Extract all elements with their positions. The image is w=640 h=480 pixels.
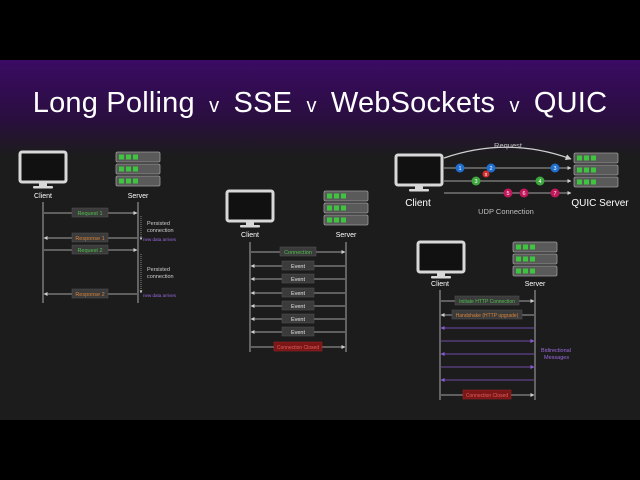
quic-packet-4: 4: [535, 176, 545, 186]
quic-packet-5: 5: [503, 188, 513, 198]
svg-text:Event: Event: [291, 277, 306, 283]
lp-new-data-2: new data arrives: [143, 293, 177, 298]
lp-server-label: Server: [128, 193, 149, 200]
sse-event-5: Event: [250, 313, 345, 324]
quic-packet-6: 6: [519, 188, 529, 198]
quic-udp-label: UDP Connection: [478, 207, 534, 216]
svg-text:Event: Event: [291, 304, 306, 310]
title-separator: v: [509, 95, 520, 117]
server-rack-icon: [323, 190, 369, 226]
page-title: Long Polling v SSE v WebSockets v QUIC: [0, 87, 640, 120]
lp-response-1: Response 1: [75, 236, 104, 242]
lp-new-data-1: new data arrives: [143, 237, 177, 242]
ws-handshake: Handshake (HTTP upgrade): [456, 313, 519, 319]
header-band: [0, 60, 640, 156]
sse-server-label: Server: [336, 232, 357, 239]
sse-event-6: Event: [250, 326, 345, 337]
quic-packet-3: 3: [550, 163, 560, 173]
quic-packet-1: 1: [455, 163, 465, 173]
ws-bidir-1: Bidirectional: [541, 348, 571, 354]
ws-client-label: Client: [431, 281, 449, 288]
lp-persisted-1a: Persisted: [147, 221, 170, 227]
ws-connection-closed: Connection Closed: [466, 393, 508, 399]
lp-persisted-2b: connection: [147, 274, 174, 280]
title-websockets: WebSockets: [330, 87, 496, 119]
websockets-diagram: Client Server Initiate HTTP Connection H…: [416, 240, 571, 400]
quic-packet-3b: 3: [471, 176, 481, 186]
sse-event-2: Event: [250, 273, 345, 284]
svg-text:6: 6: [522, 191, 525, 197]
sse-event-3: Event: [250, 287, 345, 298]
lp-persisted-1b: connection: [147, 228, 174, 234]
quic-client-label: Client: [405, 198, 431, 209]
svg-text:Event: Event: [291, 291, 306, 297]
monitor-icon: [225, 189, 275, 229]
title-separator: v: [306, 95, 317, 117]
title-quic: QUIC: [533, 87, 608, 119]
sse-event-1: Event: [250, 260, 345, 271]
svg-text:2: 2: [489, 166, 492, 172]
svg-text:3: 3: [474, 179, 477, 185]
svg-text:4: 4: [538, 179, 541, 185]
svg-text:3: 3: [553, 166, 556, 172]
sse-event-4: Event: [250, 300, 345, 311]
quic-server-label: QUIC Server: [571, 198, 629, 209]
svg-text:Event: Event: [291, 330, 306, 336]
sse-connection-closed: Connection Closed: [277, 345, 319, 351]
lp-response-2: Response 2: [75, 292, 104, 298]
diagrams-canvas: Client Server Request 1 Persisted connec…: [18, 141, 629, 400]
long-polling-diagram: Client Server Request 1 Persisted connec…: [18, 150, 177, 303]
quic-lost-marker: x: [482, 170, 490, 178]
server-rack-icon: [573, 152, 619, 188]
svg-text:x: x: [485, 172, 488, 178]
ws-bidir-2: Messages: [544, 355, 569, 361]
svg-text:Event: Event: [291, 264, 306, 270]
lp-request-1: Request 1: [77, 211, 102, 217]
monitor-icon: [416, 240, 466, 280]
title-long-polling: Long Polling: [32, 87, 195, 119]
sse-diagram: Client Server Connection Event Event Eve…: [225, 189, 369, 352]
server-rack-icon: [512, 241, 558, 277]
svg-text:Event: Event: [291, 317, 306, 323]
quic-request-label: Request: [494, 141, 523, 150]
sse-connection: Connection: [284, 250, 312, 256]
sse-client-label: Client: [241, 232, 259, 239]
lp-client-label: Client: [34, 193, 52, 200]
svg-text:1: 1: [458, 166, 461, 172]
ws-initiate: Initiate HTTP Connection: [459, 299, 515, 305]
quic-packet-2: 2: [486, 163, 496, 173]
diagram-frame: Long Polling v SSE v WebSockets v QUIC: [0, 60, 640, 420]
svg-text:5: 5: [506, 191, 509, 197]
server-rack-icon: [115, 151, 161, 187]
quic-packet-7: 7: [550, 188, 560, 198]
monitor-icon: [18, 150, 68, 190]
svg-text:7: 7: [553, 191, 556, 197]
title-sse: SSE: [233, 87, 293, 119]
title-separator: v: [209, 95, 220, 117]
lp-persisted-2a: Persisted: [147, 267, 170, 273]
monitor-icon: [394, 153, 444, 193]
quic-diagram: Client QUIC Server Request 1 2 x: [394, 141, 629, 216]
ws-server-label: Server: [525, 281, 546, 288]
lp-request-2: Request 2: [77, 248, 102, 254]
